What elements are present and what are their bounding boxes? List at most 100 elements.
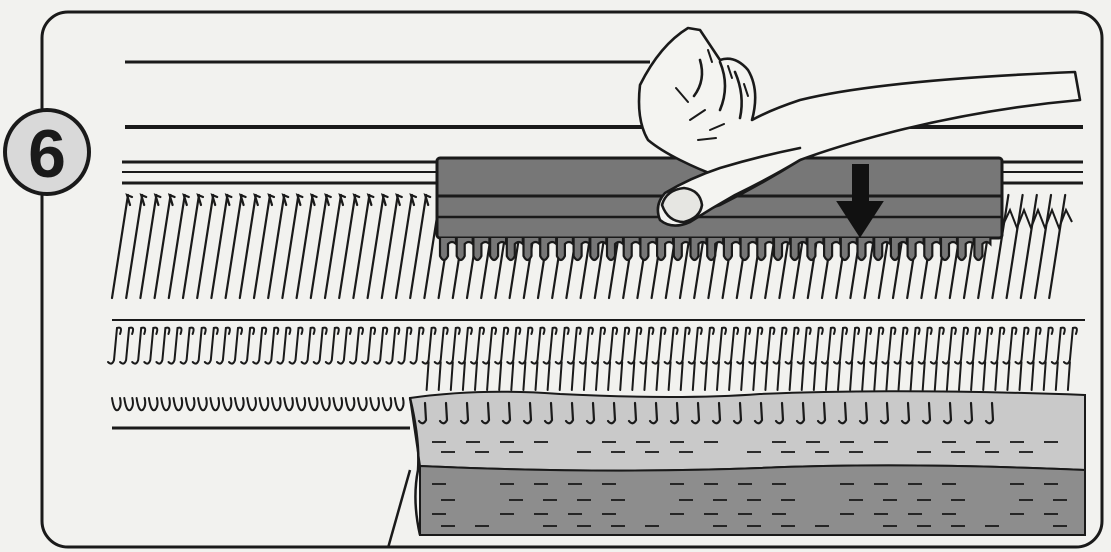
needle-latch: [338, 328, 351, 364]
needle-latch: [616, 328, 629, 364]
needle-latch: [1003, 328, 1016, 364]
needle: [140, 195, 156, 298]
needle: [240, 195, 256, 298]
needle-latch: [350, 328, 363, 364]
needle-shaft: [826, 362, 828, 390]
needle-latch: [253, 328, 266, 364]
needle-latch: [568, 328, 581, 364]
needle-shaft: [657, 362, 659, 390]
fabric-upper-band: [410, 391, 1085, 470]
comb-tooth: [807, 238, 823, 260]
needle: [268, 195, 284, 298]
needle-latch: [241, 328, 254, 364]
needle-latch: [193, 328, 206, 364]
needle-shaft: [548, 362, 550, 390]
needle-shaft: [1020, 362, 1022, 390]
needle-shaft: [475, 362, 477, 390]
needle: [410, 195, 426, 298]
step-badge: 6: [5, 110, 89, 194]
comb-tooth: [557, 238, 573, 260]
needle-latch: [1052, 328, 1065, 364]
needle: [197, 195, 213, 298]
needle-shaft: [693, 362, 695, 390]
needle: [368, 195, 384, 298]
needle-latch: [665, 328, 678, 364]
needle-latch: [774, 328, 787, 364]
needle: [254, 195, 270, 298]
stitch-curl: [346, 398, 355, 410]
needle-latch: [701, 328, 714, 364]
needle-latch: [302, 328, 315, 364]
needle-shaft: [620, 362, 622, 390]
comb-tooth: [974, 238, 990, 260]
needle-latch: [314, 328, 327, 364]
needle-shaft: [644, 362, 646, 390]
needle-latch: [810, 328, 823, 364]
needle-latch: [882, 328, 895, 364]
needle-shaft: [814, 362, 816, 390]
needle-latch: [846, 328, 859, 364]
stitch-curl: [112, 398, 121, 410]
needle-shaft: [681, 362, 683, 390]
needle-latch: [822, 328, 835, 364]
needle-latch: [398, 328, 411, 364]
needle-shaft: [463, 362, 465, 390]
needle-shaft: [874, 362, 876, 390]
fingernail: [662, 188, 702, 222]
comb-tooth: [607, 238, 623, 260]
stitch-curl: [223, 398, 232, 410]
needle: [155, 195, 171, 298]
needle-latch: [737, 328, 750, 364]
needle-shaft: [1068, 362, 1070, 390]
needle-latch: [689, 328, 702, 364]
comb-tooth: [741, 238, 757, 260]
needle: [183, 195, 199, 298]
needle-latch: [895, 328, 908, 364]
needle-shaft: [439, 362, 441, 390]
comb-tooth: [791, 238, 807, 260]
comb-tooth: [941, 238, 957, 260]
step-number: 6: [28, 116, 66, 192]
needle-shaft: [729, 362, 731, 390]
needle-latch: [991, 328, 1004, 364]
needle-latch: [447, 328, 460, 364]
needle-shaft: [451, 362, 453, 390]
needle-shaft: [886, 362, 888, 390]
needle-latch: [217, 328, 230, 364]
needle-latch: [519, 328, 532, 364]
needle-latch: [834, 328, 847, 364]
needle-shaft: [511, 362, 513, 390]
stitch-curl: [198, 398, 207, 410]
needle-shaft: [584, 362, 586, 390]
needle-shaft: [427, 362, 429, 390]
stitch-curl: [370, 398, 379, 410]
needle-shaft: [753, 362, 755, 390]
needle-latch: [640, 328, 653, 364]
stitch-curl: [272, 398, 281, 410]
needle-shaft: [1044, 362, 1046, 390]
needle-latch: [1040, 328, 1053, 364]
needle-latch: [858, 328, 871, 364]
needle-shaft: [802, 362, 804, 390]
needle-shaft: [1032, 362, 1034, 390]
needle-latch: [786, 328, 799, 364]
needle-latch: [544, 328, 557, 364]
needle-shaft: [536, 362, 538, 390]
stitch-curl: [358, 398, 367, 410]
stitch-curl: [395, 398, 404, 410]
needle: [282, 195, 298, 298]
needle-latch: [507, 328, 520, 364]
needle-latch: [326, 328, 339, 364]
needle-shaft: [705, 362, 707, 390]
comb-tooth: [590, 238, 606, 260]
comb-tooth: [440, 238, 456, 260]
stitch-curl: [149, 398, 158, 410]
needle-latch: [725, 328, 738, 364]
needle-latch: [471, 328, 484, 364]
needle-shaft: [947, 362, 949, 390]
needle-latch: [374, 328, 387, 364]
needle-shaft: [911, 362, 913, 390]
comb-tooth: [874, 238, 890, 260]
needle-shaft: [850, 362, 852, 390]
